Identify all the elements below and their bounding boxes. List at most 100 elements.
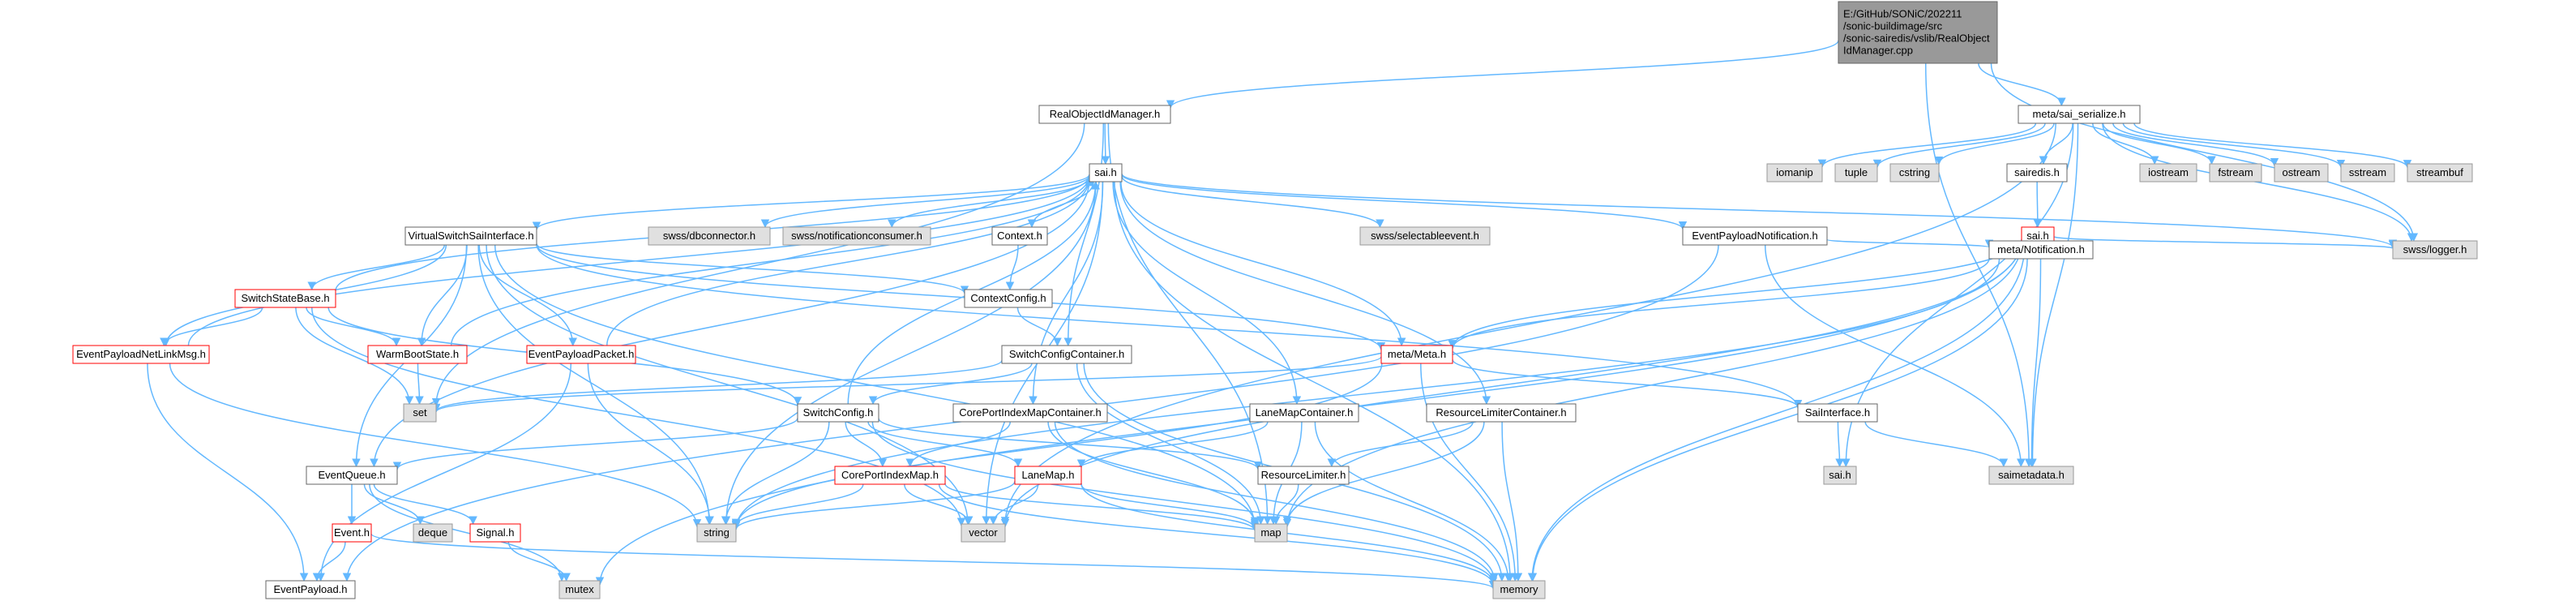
- edge-evpn-to-metanotif: [1826, 238, 1993, 248]
- edge-eventh-to-memory: [370, 533, 1497, 590]
- node-saih3[interactable]: sai.h: [1823, 466, 1857, 485]
- node-contexth[interactable]: Context.h: [991, 226, 1048, 246]
- node-swcfg[interactable]: SwitchConfig.h: [797, 403, 879, 423]
- node-label-dbconn-0: swss/dbconnector.h: [663, 230, 755, 242]
- node-streambuf[interactable]: streambuf: [2407, 163, 2473, 182]
- node-box-sstream: [2340, 163, 2395, 182]
- edge-saih-to-memory: [1114, 181, 1515, 582]
- node-box-saiif: [1797, 403, 1878, 423]
- node-iomanip[interactable]: iomanip: [1766, 163, 1823, 182]
- node-evpn[interactable]: EventPayloadNotification.h: [1682, 226, 1828, 246]
- edge-metasai-to-vector: [1000, 122, 2056, 526]
- node-string[interactable]: string: [696, 523, 737, 543]
- edge-lanemap-to-vector: [989, 483, 1039, 526]
- node-evq[interactable]: EventQueue.h: [306, 466, 398, 485]
- node-rlh[interactable]: ResourceLimiter.h: [1257, 466, 1350, 485]
- edge-metasai-to-cstring: [1934, 122, 2055, 165]
- node-evpayload[interactable]: EventPayload.h: [265, 580, 356, 599]
- node-saimeta[interactable]: saimetadata.h: [1988, 466, 2074, 485]
- node-metanotif[interactable]: meta/Notification.h: [1988, 240, 2094, 260]
- node-epnlm[interactable]: EventPayloadNetLinkMsg.h: [72, 345, 210, 364]
- node-saiif[interactable]: SaiInterface.h: [1797, 403, 1878, 423]
- node-cstring[interactable]: cstring: [1889, 163, 1940, 182]
- node-lmc[interactable]: LaneMapContainer.h: [1249, 403, 1359, 423]
- edge-scc-to-set: [431, 359, 1003, 413]
- node-logger[interactable]: swss/logger.h: [2392, 240, 2478, 260]
- node-map[interactable]: map: [1254, 523, 1288, 543]
- node-memory[interactable]: memory: [1492, 580, 1546, 599]
- edge-metanotif-to-string: [731, 258, 2000, 530]
- edge-epnlm-to-evpayload: [147, 363, 309, 582]
- edge-saih2-to-logger: [2053, 235, 2397, 250]
- edge-evpn-to-saimeta: [1764, 244, 2026, 468]
- node-label-metasai-0: meta/sai_serialize.h: [2033, 108, 2126, 120]
- node-sairedis[interactable]: sairedis.h: [2006, 163, 2068, 182]
- node-scc[interactable]: SwitchConfigContainer.h: [1001, 345, 1132, 364]
- edge-lanemap-to-map: [1080, 483, 1260, 530]
- node-vssi[interactable]: VirtualSwitchSaiInterface.h: [404, 226, 537, 246]
- node-label-selectable-0: swss/selectableevent.h: [1371, 230, 1479, 242]
- node-label-notifcons-0: swss/notificationconsumer.h: [791, 230, 922, 242]
- node-label-epp-0: EventPayloadPacket.h: [528, 348, 635, 360]
- node-ostream[interactable]: ostream: [2274, 163, 2329, 182]
- edge-metameta-to-set: [432, 355, 1382, 413]
- node-deque[interactable]: deque: [413, 523, 453, 543]
- node-notifcons[interactable]: swss/notificationconsumer.h: [782, 226, 931, 246]
- node-iostream[interactable]: iostream: [2139, 163, 2197, 182]
- edge-realobj-to-map: [1107, 122, 1272, 526]
- node-box-saih3: [1823, 466, 1857, 485]
- node-label-iomanip-0: iomanip: [1776, 166, 1813, 178]
- node-wbs[interactable]: WarmBootState.h: [367, 345, 468, 364]
- node-label-cpimc-0: CorePortIndexMapContainer.h: [959, 406, 1102, 419]
- edge-cpim-to-memory: [938, 483, 1498, 586]
- edge-eventh-to-evpayload: [312, 541, 346, 582]
- node-metasai[interactable]: meta/sai_serialize.h: [2018, 105, 2141, 124]
- node-box-lanemap: [1014, 466, 1082, 485]
- node-signalh[interactable]: Signal.h: [469, 523, 521, 543]
- node-label-vector-0: vector: [969, 526, 998, 539]
- node-label-deque-0: deque: [418, 526, 447, 539]
- node-label-iostream-0: iostream: [2148, 166, 2189, 178]
- node-label-realobj-0: RealObjectIdManager.h: [1050, 108, 1161, 120]
- node-cpim[interactable]: CorePortIndexMap.h: [834, 466, 946, 485]
- edge-saih-to-selectable: [1121, 175, 1384, 229]
- node-tuple[interactable]: tuple: [1834, 163, 1878, 182]
- node-vector[interactable]: vector: [961, 523, 1006, 543]
- edge-saih-to-evpn: [1121, 174, 1688, 230]
- edge-ssb-to-set: [295, 307, 414, 406]
- edge-root-to-logger: [1990, 62, 2419, 243]
- node-ctxcfg[interactable]: ContextConfig.h: [964, 289, 1053, 308]
- node-eventh[interactable]: Event.h: [332, 523, 372, 543]
- node-mutex[interactable]: mutex: [558, 580, 601, 599]
- node-box-scc: [1001, 345, 1132, 364]
- edge-layer: [147, 40, 2419, 590]
- node-ssb[interactable]: SwitchStateBase.h: [234, 289, 336, 308]
- node-lanemap[interactable]: LaneMap.h: [1014, 466, 1082, 485]
- node-label-metameta-0: meta/Meta.h: [1388, 348, 1446, 360]
- edge-metameta-to-saiif: [1452, 359, 1803, 409]
- node-box-mutex: [558, 580, 601, 599]
- node-dbconn[interactable]: swss/dbconnector.h: [648, 226, 771, 246]
- node-box-swcfg: [797, 403, 879, 423]
- node-epp[interactable]: EventPayloadPacket.h: [526, 345, 636, 364]
- edge-signalh-to-mutex: [507, 541, 571, 582]
- node-fstream[interactable]: fstream: [2209, 163, 2262, 182]
- edge-cpimc-to-memory: [1054, 421, 1499, 582]
- node-box-notifcons: [782, 226, 931, 246]
- node-box-ctxcfg: [964, 289, 1053, 308]
- node-selectable[interactable]: swss/selectableevent.h: [1359, 226, 1491, 246]
- node-rlc[interactable]: ResourceLimiterContainer.h: [1426, 403, 1577, 423]
- edge-root-to-metasai: [1978, 62, 2066, 107]
- node-box-evpayload: [265, 580, 356, 599]
- node-realobj[interactable]: RealObjectIdManager.h: [1038, 105, 1171, 124]
- node-sstream[interactable]: sstream: [2340, 163, 2395, 182]
- node-cpimc[interactable]: CorePortIndexMapContainer.h: [952, 403, 1108, 423]
- edge-evq-to-signalh: [373, 483, 477, 526]
- node-label-set-0: set: [413, 406, 427, 419]
- node-set[interactable]: set: [403, 403, 437, 423]
- node-root[interactable]: E:/GitHub/SONiC/202211/sonic-buildimage/…: [1838, 1, 1998, 64]
- node-metameta[interactable]: meta/Meta.h: [1380, 345, 1453, 364]
- edge-realobj-to-scc: [1063, 122, 1104, 347]
- node-label-scc-0: SwitchConfigContainer.h: [1009, 348, 1124, 360]
- node-saih[interactable]: sai.h: [1089, 163, 1123, 182]
